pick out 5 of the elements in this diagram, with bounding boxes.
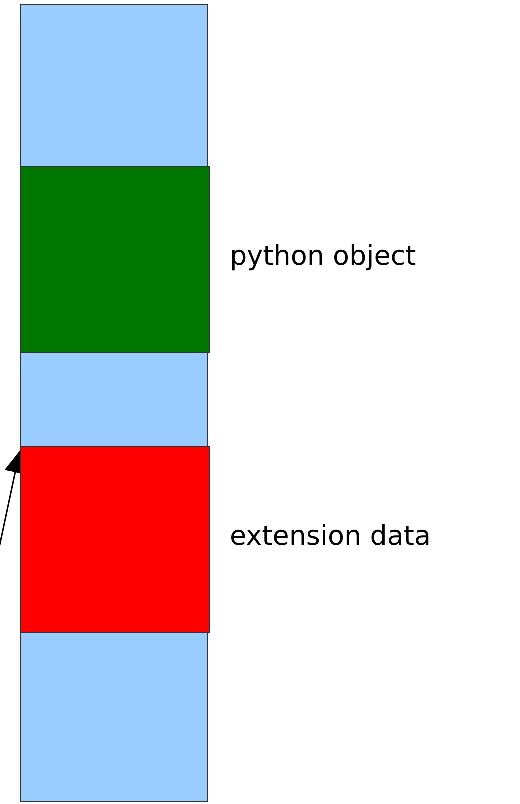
block-label: python object [230, 240, 416, 272]
memory-column [20, 4, 208, 802]
memory-block [20, 166, 210, 353]
block-label: extension data [230, 520, 432, 552]
memory-block [20, 446, 210, 633]
